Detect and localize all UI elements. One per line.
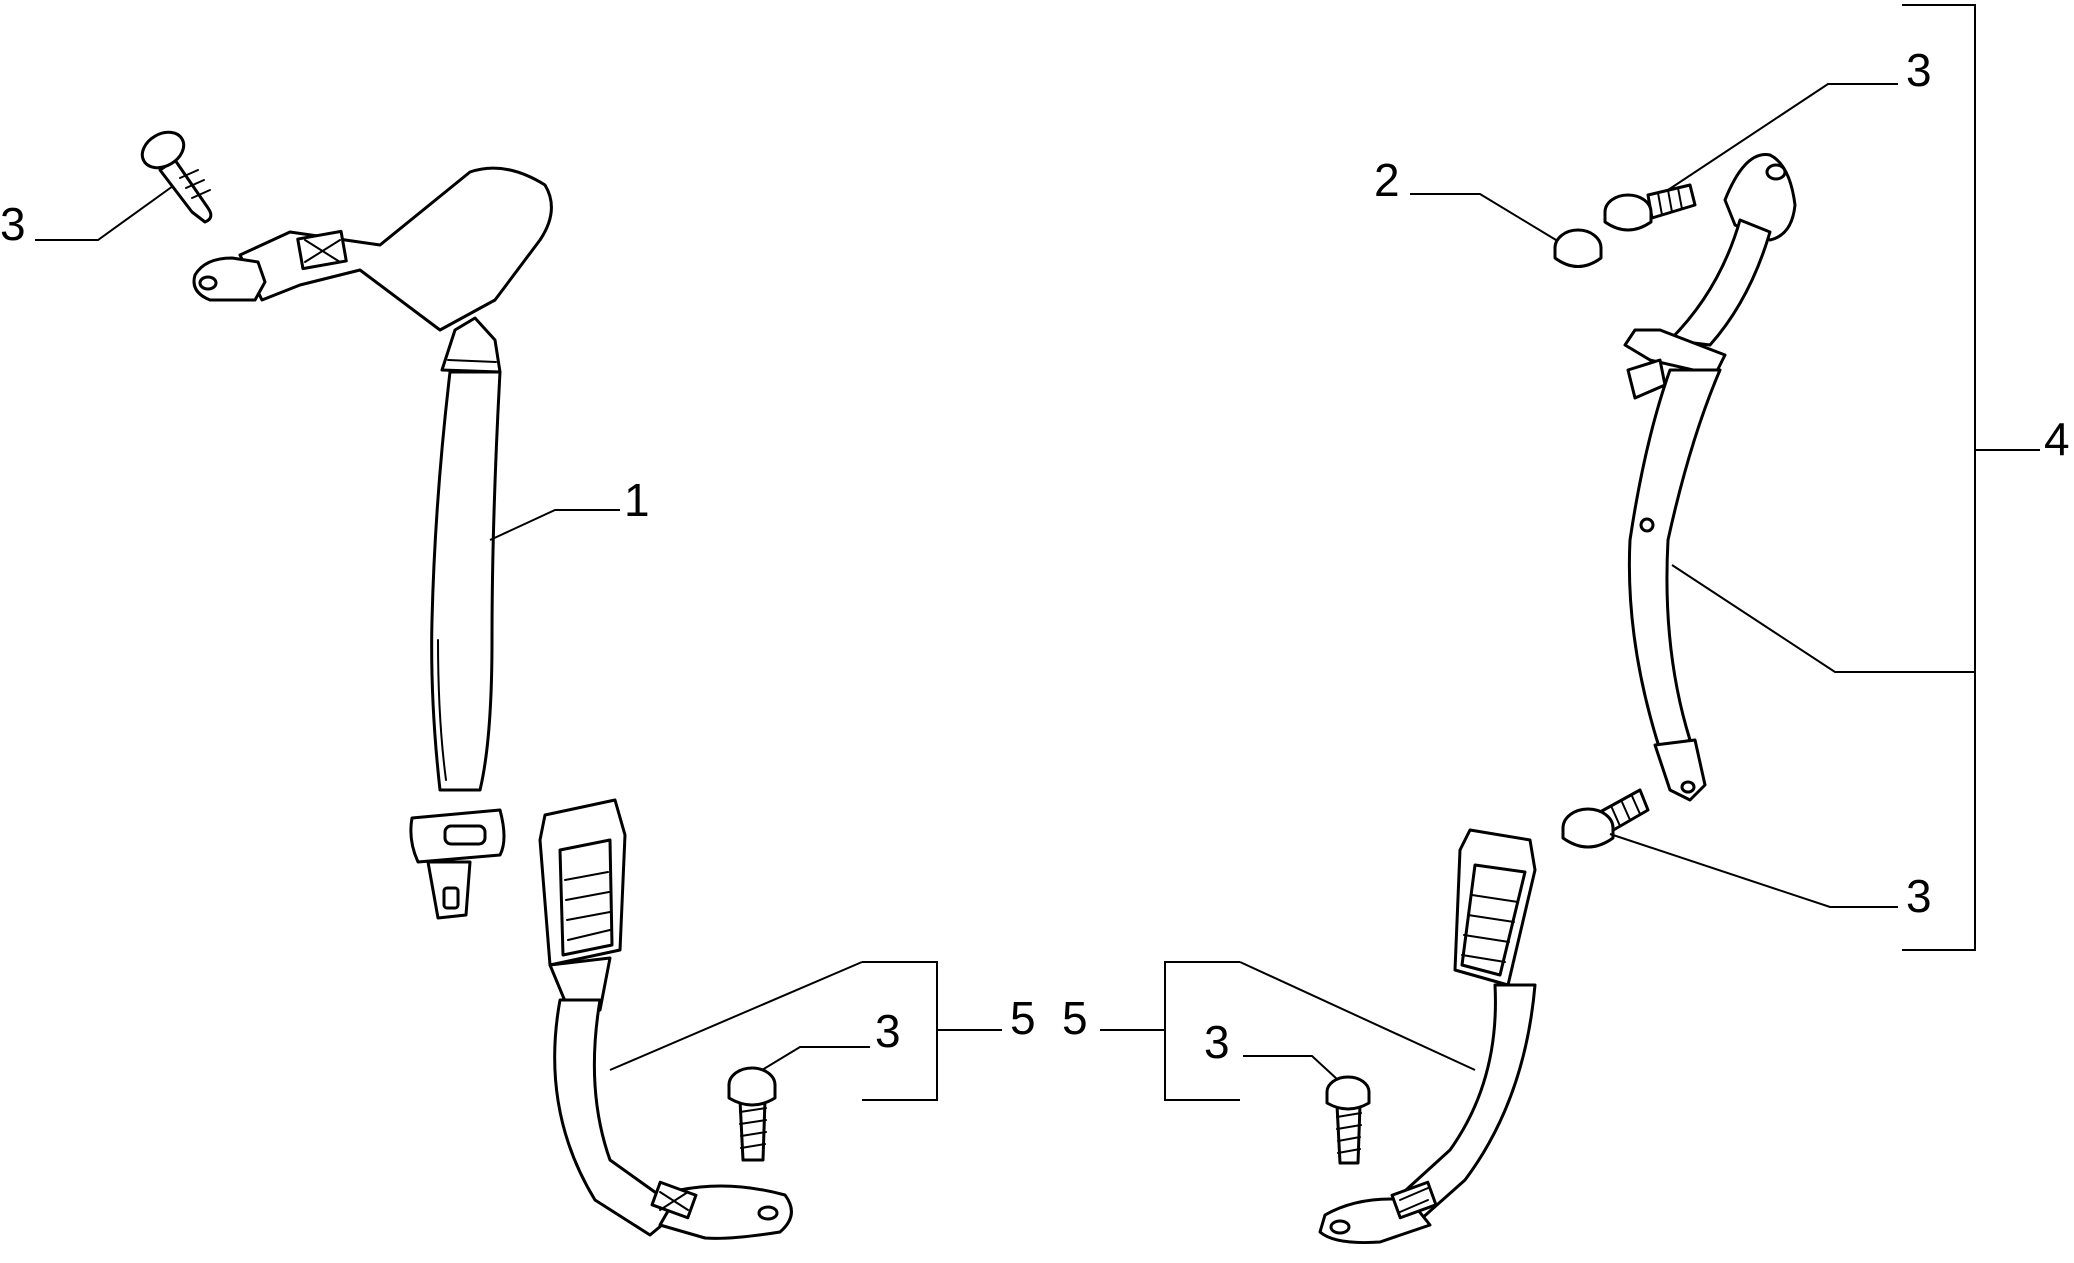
bolt-top-left (140, 130, 213, 224)
callout-5-left: 5 (1010, 992, 1036, 1044)
bolt-top-right (1603, 183, 1697, 232)
callout-2: 2 (1374, 154, 1400, 206)
cap-2 (1553, 228, 1603, 268)
callout-3-left-buckle: 3 (875, 1005, 901, 1057)
right-buckle-assembly (1318, 828, 1537, 1244)
callout-3-mid-right: 3 (1906, 870, 1932, 922)
left-buckle-assembly (538, 798, 793, 1240)
bolt-mid-right (1561, 788, 1650, 849)
bolt-lower-right (1325, 1075, 1371, 1165)
right-lap-belt-assembly (1623, 153, 1797, 802)
callout-1: 1 (624, 474, 650, 526)
leader-lines (35, 4, 2040, 1101)
callout-5-right: 5 (1062, 992, 1088, 1044)
bolt-lower-left (727, 1066, 777, 1162)
callout-3-top-right: 3 (1906, 44, 1932, 96)
callout-4: 4 (2044, 413, 2070, 465)
callout-3-top-left: 3 (0, 198, 26, 250)
left-seat-belt-assembly (192, 166, 553, 920)
callout-3-right-buckle: 3 (1204, 1016, 1230, 1068)
